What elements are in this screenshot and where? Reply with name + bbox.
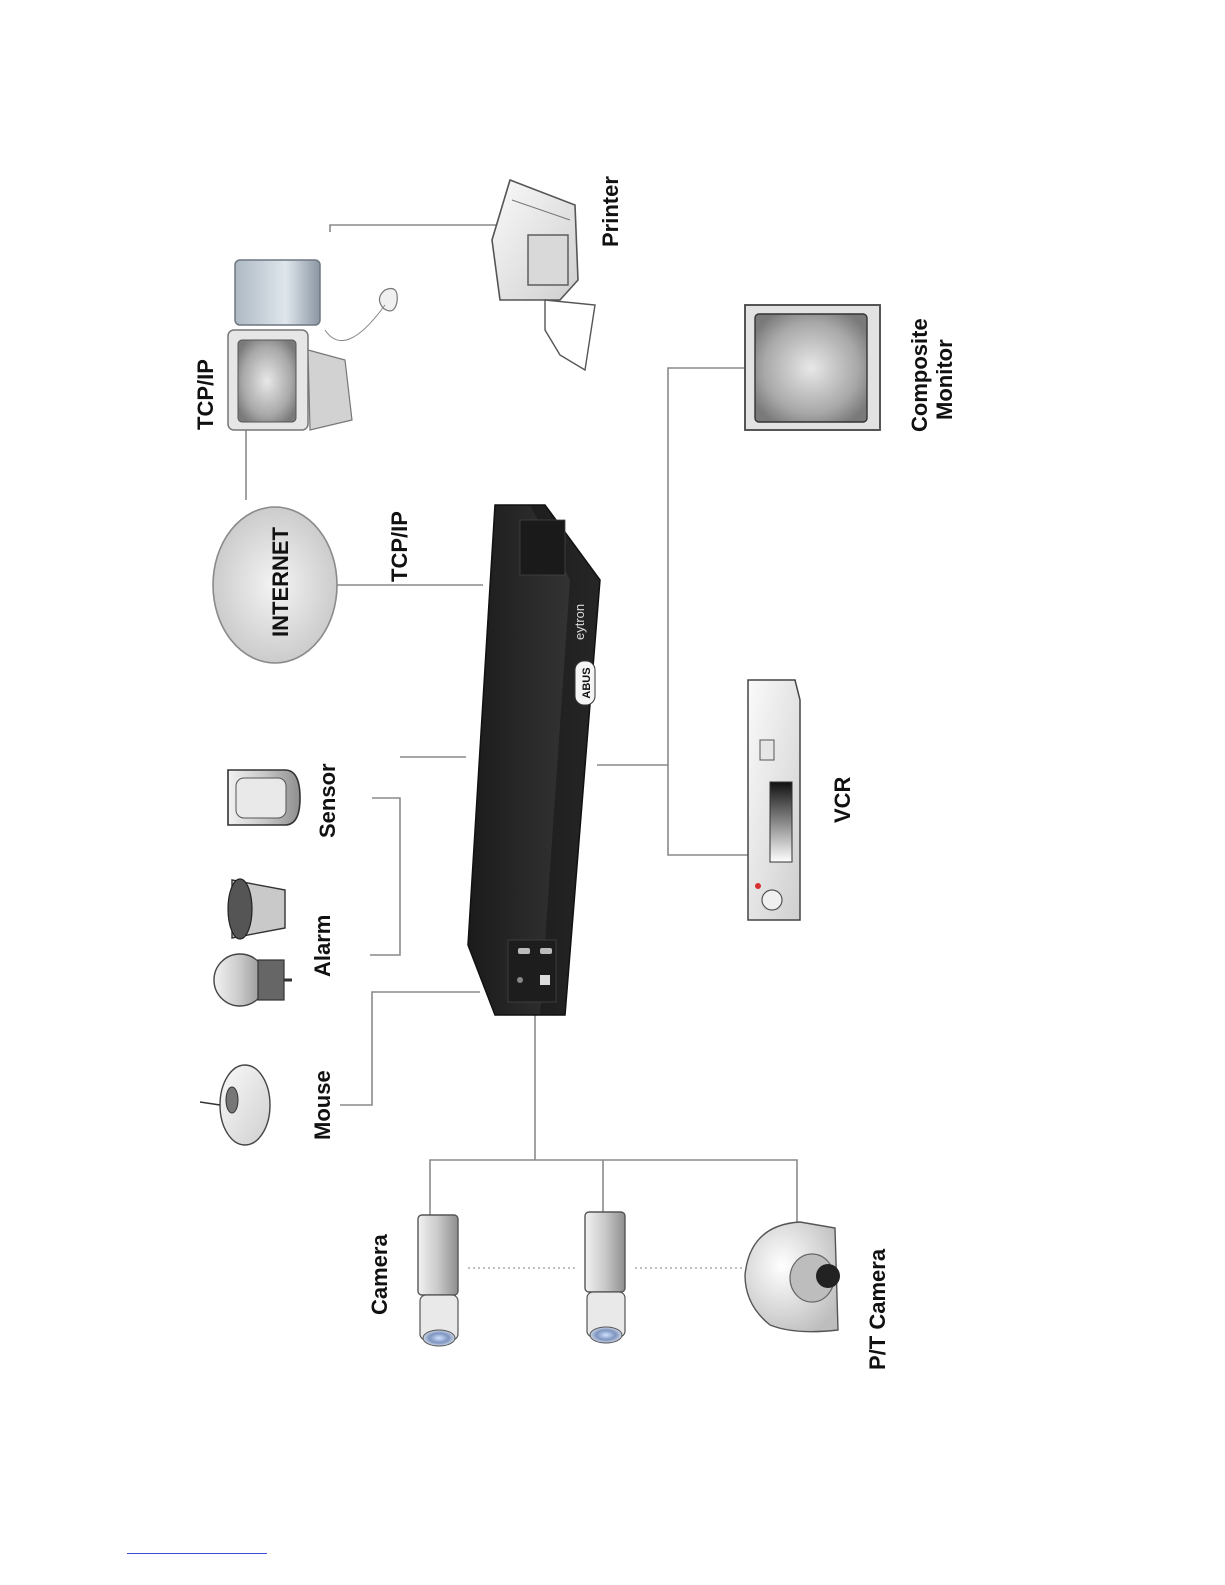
line-dvr-monitor: [668, 368, 745, 765]
camera-icon-2: [585, 1212, 625, 1343]
composite-monitor-icon: [745, 305, 880, 430]
vcr-icon: [748, 680, 800, 920]
pc-icon: [228, 260, 397, 430]
camera-label: Camera: [367, 1234, 392, 1315]
pc-tcpip-label: TCP/IP: [193, 359, 218, 430]
printer-icon: [492, 180, 595, 370]
alarm-icon: [214, 879, 292, 1006]
dvr-tcpip-label: TCP/IP: [387, 511, 412, 582]
mouse-label: Mouse: [310, 1070, 335, 1140]
sensor-icon: [228, 770, 300, 825]
printer-label: Printer: [598, 176, 623, 247]
composite-monitor-label-line2: Monitor: [932, 339, 957, 420]
footer-rule: [127, 1553, 267, 1554]
line-pc-printer: [330, 225, 500, 232]
line-mouse-dvr: [340, 992, 480, 1105]
camera-icon-1: [418, 1215, 458, 1346]
line-dvr-vcr: [597, 765, 748, 855]
pt-dome-camera-icon: [745, 1222, 840, 1332]
line-sensor-alarm: [370, 798, 400, 955]
dvr-brand-badge: ABUS: [581, 667, 593, 698]
dvr-brand-name: eytron: [572, 604, 587, 640]
mouse-icon: [200, 1065, 270, 1145]
composite-monitor-label-line1: Composite: [907, 318, 932, 432]
dvr-recorder-icon: ABUS eytron: [468, 505, 600, 1015]
internet-label: INTERNET: [268, 526, 293, 637]
sensor-label: Sensor: [315, 763, 340, 838]
alarm-label: Alarm: [310, 915, 335, 977]
pt-camera-label: P/T Camera: [865, 1248, 890, 1370]
vcr-label: VCR: [830, 776, 855, 823]
